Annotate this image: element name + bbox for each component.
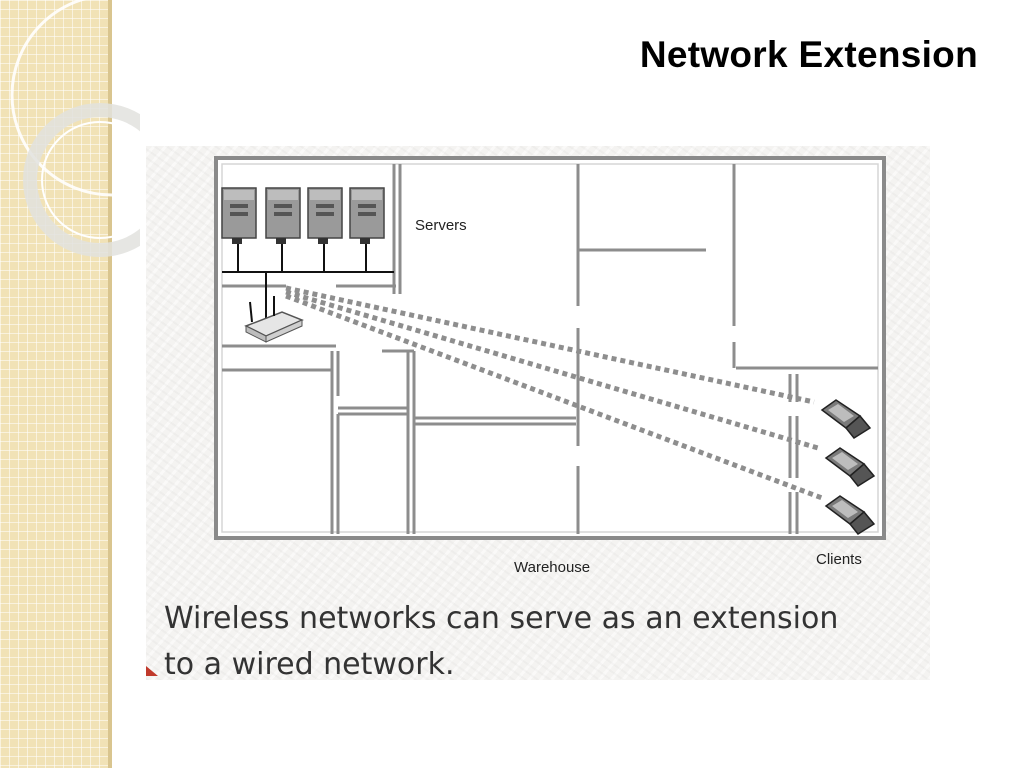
server-2: [265, 187, 301, 244]
server-4: [349, 187, 385, 244]
server-rack: [221, 187, 385, 244]
outer-walls: [214, 156, 886, 540]
caption-line-1: Wireless networks can serve as an extens…: [164, 601, 839, 636]
client-laptop-1: [820, 399, 872, 439]
caption-line-2: to a wired network.: [164, 647, 455, 680]
floor-plan: [214, 156, 886, 540]
decorative-circles: [10, 0, 140, 257]
wireless-links: [285, 285, 823, 501]
slide-title: Network Extension: [639, 34, 978, 75]
warehouse-label: Warehouse: [514, 559, 591, 576]
access-point: [244, 296, 304, 343]
sidebar-edge: [108, 0, 112, 768]
red-corner-mark: [146, 666, 158, 676]
server-1: [221, 187, 257, 244]
clients-label: Clients: [816, 551, 862, 568]
diagram-caption: Wireless networks can serve as an extens…: [164, 596, 924, 680]
servers-label: Servers: [415, 217, 467, 234]
client-laptop-2: [824, 447, 876, 487]
client-laptop-3: [824, 495, 876, 535]
server-3: [307, 187, 343, 244]
network-diagram-figure: Servers Warehouse Clients Wireless netwo…: [146, 146, 930, 680]
wired-network-cables: [222, 244, 394, 322]
